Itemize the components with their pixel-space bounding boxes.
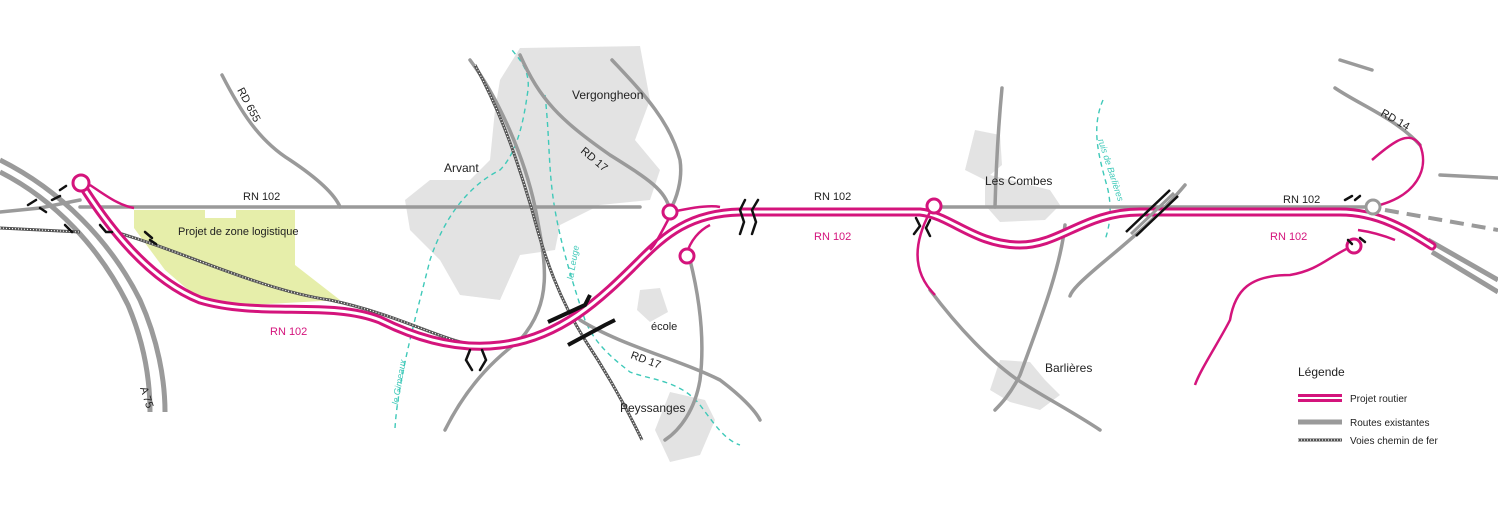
river-barlieres [1096,99,1111,241]
ecole-area [637,288,668,322]
barlieres-road-1 [993,223,1067,412]
roundabout-les-combes [925,197,943,215]
barlieres-road-3 [1068,183,1187,298]
roundabout-rd14 [1364,198,1382,216]
les-combes-area [965,130,1060,222]
river-leuge [544,94,741,446]
barlieres-road-2 [928,288,1102,432]
rd17-north-road [518,53,672,212]
label-rn102-project-west: RN 102 [270,326,307,338]
east-road [1438,173,1498,180]
built-areas [405,46,1060,462]
rn102-east-existing [1426,237,1498,295]
legend-item-project: Projet routier [1298,394,1408,405]
a75-road [0,157,168,413]
barlieres-bridge-grey [1129,191,1176,236]
label-vergongheon: Vergongheon [572,88,643,102]
legend: Légende Projet routier Routes existantes… [1298,365,1438,447]
label-river-barlieres: ruis de Barlières [1096,138,1126,203]
existing-roads [0,53,1498,442]
label-rn102-existing-mid: RN 102 [814,191,851,203]
roundabout-south [678,247,696,265]
label-les-combes: Les Combes [985,174,1052,188]
railway-bridge [547,294,616,347]
legend-label-existing: Routes existantes [1350,418,1430,429]
label-rd14: RD 14 [1379,107,1412,133]
label-barlieres: Barlières [1045,361,1092,375]
peyssanges-road [663,258,704,442]
vergongheon-road [610,58,683,212]
label-peyssanges: Peyssanges [620,401,685,415]
arvant-area [405,46,660,300]
rd655-road [220,73,342,209]
label-rn102-existing-east: RN 102 [1283,194,1320,206]
structures [26,184,1367,372]
legend-title: Légende [1298,365,1345,379]
barlieres-bridge [1125,189,1179,237]
les-combes-road [993,86,1004,209]
label-arvant: Arvant [444,161,479,175]
project-road-inner [78,180,1434,348]
labels: Vergongheon Arvant Les Combes Barlières … [137,86,1411,415]
railway [0,64,644,441]
legend-item-railway: Voies chemin de fer [1298,436,1438,447]
legend-label-railway: Voies chemin de fer [1350,436,1438,447]
rd14-east-stub [1338,58,1374,72]
peyssanges-area [655,392,715,462]
legend-item-existing: Routes existantes [1298,418,1430,429]
rd17-south-road [578,318,762,422]
legend-label-project: Projet routier [1350,394,1408,405]
river-gimeaux [394,49,529,429]
label-rn102-existing-west: RN 102 [243,191,280,203]
label-river-gimeaux: le Gimeaux [390,358,408,405]
logistics-zone [134,210,340,305]
label-river-leuge: la Leuge [565,245,581,281]
roundabout-rd17 [661,203,679,221]
label-a75: A 75 [137,385,155,410]
rd14-road [1333,86,1422,147]
roundabout-a75 [71,173,91,193]
label-rn102-project-east: RN 102 [1270,231,1307,243]
rivers [394,49,1111,446]
existing-road-dashed [1384,208,1498,232]
label-rn102-project-mid: RN 102 [814,231,851,243]
project-ramps [89,136,1425,386]
central-road [443,58,547,432]
label-zone-logistique: Projet de zone logistique [178,226,298,238]
label-ecole: école [651,321,677,333]
